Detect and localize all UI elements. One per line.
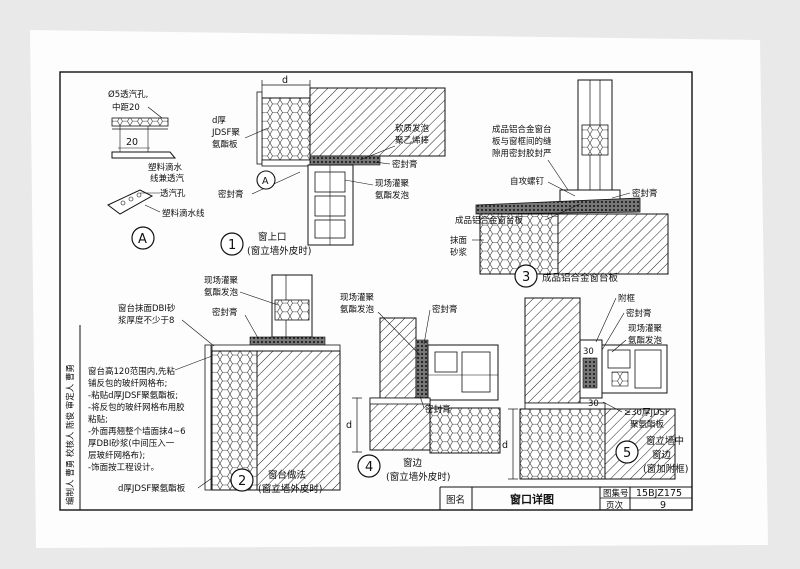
detail-5: d 30 30 附框 密封膏 现场灌聚 氨酯发泡 ≥30厚JDSF 聚氨酯板 5…	[502, 293, 688, 480]
detail5-title-3: (窗加附框)	[643, 463, 688, 475]
detail1-marker-a	[256, 170, 276, 190]
drip-label: 塑料滴水线	[162, 208, 205, 219]
detail2-number-circle	[230, 468, 254, 492]
detail4-dim-d: d	[346, 420, 352, 431]
svg-text:铺反包的玻纤网格布;: 铺反包的玻纤网格布;	[88, 378, 167, 389]
svg-text:厚DBI砂浆(中间压入一: 厚DBI砂浆(中间压入一	[88, 438, 175, 449]
detail2-title: 窗台做法	[268, 469, 306, 481]
detail4-number: 4	[365, 460, 373, 475]
detail2-subtitle: (窗立墙外皮时)	[258, 483, 322, 495]
detail1-foam-2: 聚乙烯棒	[395, 135, 430, 146]
detail3-number: 3	[522, 270, 530, 285]
detail3-note-3: 隙用密封胶封严	[492, 148, 552, 159]
detail2-spray-2: 氨酯发泡	[204, 287, 239, 298]
detail4-number-circle	[357, 454, 381, 478]
detail3-screw: 自攻螺钉	[510, 176, 545, 187]
detail2-spray-1: 现场灌聚	[204, 275, 239, 286]
detail-1: d d厚 JDSF聚 氨酯板 软质发泡 聚乙烯棒 密封膏 现场灌聚 氨酯发泡 密…	[211, 75, 446, 257]
detail1-board-3: 氨酯板	[212, 139, 238, 150]
detail1-title: 窗上口	[258, 231, 287, 243]
detail1-sealant-left: 密封膏	[218, 189, 244, 200]
detail1-subtitle: (窗立墙外皮时)	[247, 245, 311, 257]
drawing-frame	[59, 71, 693, 511]
detail1-spray-2: 氨酯发泡	[375, 190, 410, 201]
vent-label: 透汽孔	[160, 188, 186, 199]
detail4-subtitle: (窗立墙外皮时)	[386, 471, 450, 483]
drip-line-note-1: 塑料滴水	[148, 162, 183, 173]
detail1-number-circle	[220, 232, 244, 256]
detail3-title: 成品铝合金窗台板	[542, 272, 619, 284]
detail3-number-circle	[514, 264, 538, 288]
detail1-board-1: d厚	[212, 116, 226, 126]
svg-text:-将反包的玻纤网格布用胶: -将反包的玻纤网格布用胶	[88, 402, 185, 413]
page-label: 页次	[606, 500, 624, 511]
title-block: 图名 窗口详图 图集号 15BJZ175 页次 9	[439, 486, 692, 511]
detail-a: Ø5透汽孔, 中距20 20 塑料滴水 线兼透汽 透汽孔 塑料滴水线 A	[107, 89, 205, 250]
page-no: 9	[660, 500, 666, 511]
detail2-mortar-2: 浆厚度不少于8	[118, 315, 174, 326]
detail-2: 现场灌聚 氨酯发泡 窗台抹面DBI砂 浆厚度不少于8 密封膏 窗台高120范围内…	[88, 274, 341, 495]
detail5-board-1: ≥30厚JDSF	[624, 408, 670, 418]
detail3-sealant: 密封膏	[632, 188, 658, 199]
side-strip-text: 编制人 曹勇 校核人 陈俊 审定人 曹勇	[65, 364, 76, 505]
detail3-note-2: 板与窗框间的缝	[492, 136, 552, 147]
svg-text:-外面再翘整个墙面抹4~6: -外面再翘整个墙面抹4~6	[88, 426, 186, 437]
detail1-sealant-right: 密封膏	[392, 159, 418, 170]
marker-a-circle	[131, 226, 155, 250]
detail1-number: 1	[228, 238, 236, 253]
detail1-spray-1: 现场灌聚	[375, 178, 410, 189]
dim-20: 20	[126, 137, 138, 148]
svg-text:-粘贴d厚JDSF聚氨酯板;: -粘贴d厚JDSF聚氨酯板;	[88, 390, 178, 401]
spacing-note: 中距20	[112, 102, 140, 113]
detail5-frame: 附框	[618, 293, 636, 304]
detail5-sealant: 密封膏	[626, 308, 652, 319]
detail4-spray-1: 现场灌聚	[340, 292, 375, 303]
detail1-foam-1: 软质发泡	[395, 123, 430, 134]
detail3-mortar-2: 砂浆	[450, 247, 468, 258]
detail5-title-1: 窗立墙中	[646, 435, 684, 447]
svg-text:窗台高120范围内,先粘: 窗台高120范围内,先粘	[88, 366, 175, 377]
detail-3: 成品铝合金窗台 板与窗框间的缝 隙用密封胶封严 自攻螺钉 成品铝合金窗台板 密封…	[450, 79, 669, 288]
detail2-sealant: 密封膏	[212, 307, 238, 318]
detail5-dim-30: 30	[583, 347, 594, 357]
detail5-dim-30b: 30	[588, 399, 599, 409]
title-label: 图名	[446, 494, 465, 506]
detail5-spray-2: 氨酯发泡	[628, 335, 663, 346]
detail4-title: 窗边	[403, 457, 423, 469]
detail3-sill-board: 成品铝合金窗台板	[455, 215, 524, 226]
detail2-bottom-label: d厚JDSF聚氨酯板	[118, 483, 186, 494]
atlas-no: 15BJZ175	[636, 488, 682, 499]
sheet-title: 窗口详图	[510, 492, 554, 506]
detail5-board-2: 聚氨酯板	[630, 419, 665, 430]
detail1-board-2: JDSF聚	[211, 128, 240, 138]
detail1-marker-a-label: A	[262, 176, 269, 187]
detail5-spray-1: 现场灌聚	[628, 323, 663, 334]
detail5-dim-d: d	[502, 440, 508, 451]
drip-line-note-2: 线兼透汽	[150, 173, 185, 184]
svg-text:层玻纤网格布);: 层玻纤网格布);	[88, 450, 145, 461]
detail-4: d 现场灌聚 氨酯发泡 密封膏 密封膏 4 窗边 (窗立墙外皮时)	[340, 292, 501, 483]
svg-text:-饰面按工程设计。: -饰面按工程设计。	[88, 462, 159, 473]
detail2-number: 2	[238, 474, 246, 489]
detail4-sealant-top: 密封膏	[432, 304, 458, 315]
atlas-no-label: 图集号	[603, 488, 629, 499]
vent-hole-note: Ø5透汽孔,	[108, 89, 148, 100]
detail4-sealant-bottom: 密封膏	[425, 404, 451, 415]
detail4-spray-2: 氨酯发泡	[340, 304, 375, 315]
detail5-title-2: 窗边	[652, 449, 672, 461]
detail2-mortar-1: 窗台抹面DBI砂	[118, 303, 176, 314]
detail3-mortar-1: 抹面	[450, 235, 468, 246]
detail5-number: 5	[623, 446, 631, 461]
detail3-note-1: 成品铝合金窗台	[492, 124, 552, 135]
detail2-notes: 窗台高120范围内,先粘 铺反包的玻纤网格布; -粘贴d厚JDSF聚氨酯板; -…	[88, 366, 186, 473]
detail1-dim-d: d	[282, 75, 288, 86]
detail5-number-circle	[615, 440, 639, 464]
marker-a-label: A	[138, 232, 147, 247]
svg-text:粘贴;: 粘贴;	[88, 414, 108, 425]
